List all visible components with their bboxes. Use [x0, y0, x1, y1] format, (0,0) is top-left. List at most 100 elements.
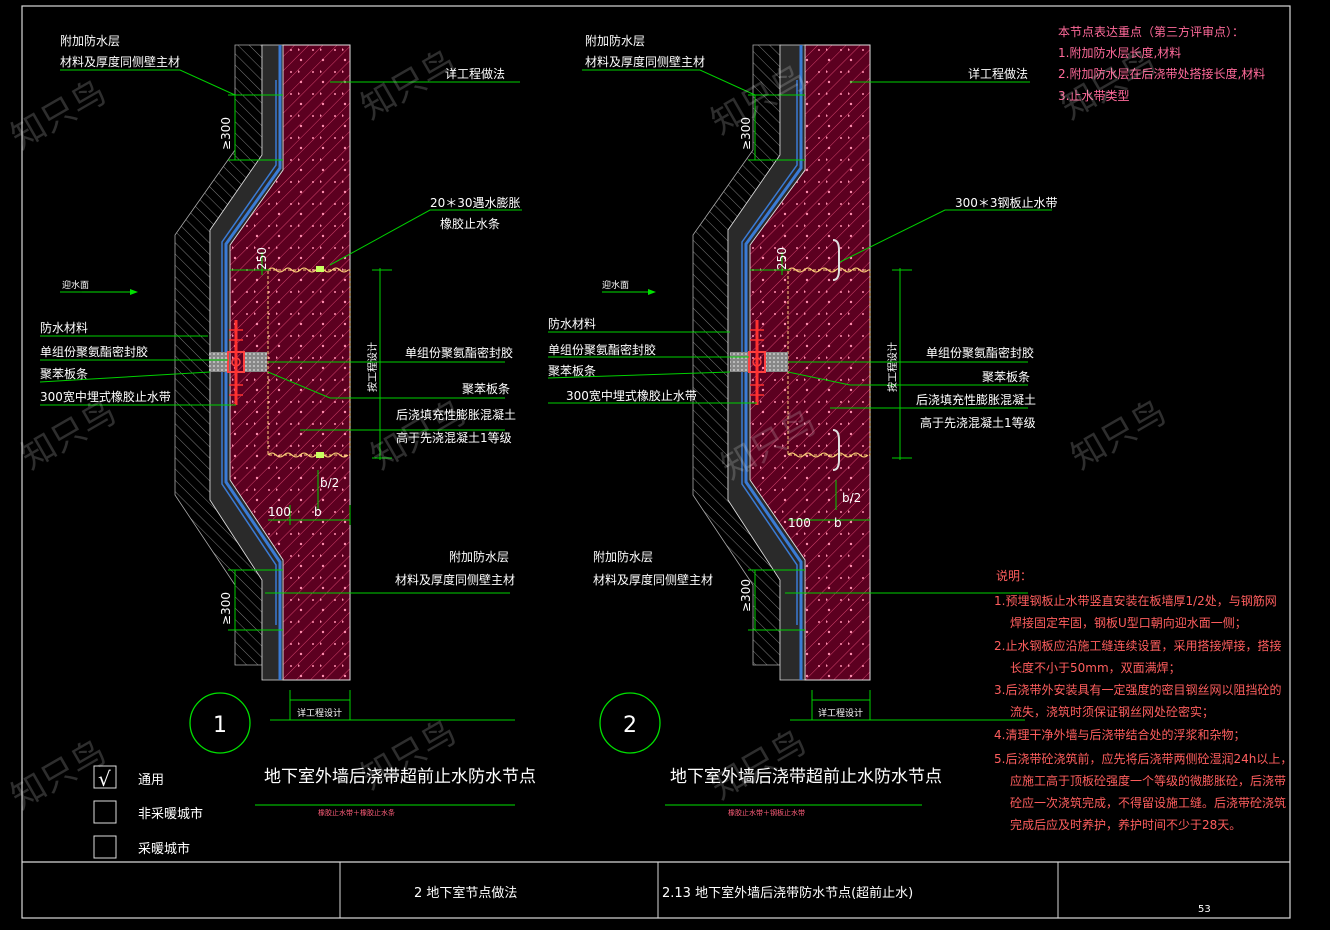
- detail-1-labels: 附加防水层 材料及厚度同侧壁主材 详工程做法 20＊30遇水膨胀 橡胶止水条 迎…: [40, 33, 521, 719]
- d1-add-layer-bot-2: 材料及厚度同侧壁主材: [395, 572, 515, 587]
- d1-by-design-h: 详工程设计: [297, 707, 342, 719]
- detail-2-joint-bottom: [787, 452, 869, 458]
- outer-frame: [21, 5, 1291, 919]
- d1-add-layer-bot-1: 附加防水层: [449, 549, 509, 564]
- detail-2-leaders: [547, 69, 1052, 721]
- detail-2-steel-plate-top: [832, 239, 840, 281]
- key-point-3: 3.止水带类型: [1058, 89, 1129, 103]
- key-points-heading: 本节点表达重点（第三方评审点）：: [1058, 24, 1244, 39]
- detail-1-subtitle: 橡胶止水带＋橡胶止水条: [318, 808, 395, 817]
- note-line-10: 砼应一次浇筑完成，不得留设施工缝。后浇带砼浇筑: [1010, 795, 1286, 810]
- checkbox-list: √ 通用 非采暖城市 采暖城市: [93, 765, 203, 859]
- detail-2-title: 地下室外墙后浇带超前止水防水节点: [670, 767, 942, 787]
- d2-dim-300-bot: ≥300: [739, 579, 753, 612]
- d1-pu-sealant-left: 单组份聚氨酯密封胶: [40, 344, 148, 359]
- d2-dim-100: 100: [788, 516, 811, 530]
- detail-1-number-circle: [189, 692, 251, 754]
- d1-strip-2: 橡胶止水条: [440, 216, 500, 231]
- d1-dim-b: b: [314, 505, 322, 519]
- detail-1-title: 地下室外墙后浇带超前止水防水节点: [264, 767, 536, 787]
- detail-2-joint-top: [787, 267, 869, 273]
- d2-add-layer-bot-1: 附加防水层: [593, 549, 653, 564]
- detail-2-labels: 附加防水层 材料及厚度同侧壁主材 详工程做法 300＊3钢板止水带 迎水面 防水…: [548, 33, 1058, 719]
- watermark-5: 知只鸟: [365, 392, 473, 478]
- d2-add-layer-top-2: 材料及厚度同侧壁主材: [585, 54, 705, 69]
- d1-eng-method: 详工程做法: [445, 66, 505, 81]
- d1-dim-b2: b/2: [320, 476, 339, 490]
- detail-2-foam-board: [730, 352, 748, 372]
- d2-foam-board-left: 聚苯板条: [548, 364, 596, 378]
- d1-fill-2: 高于先浇混凝土1等级: [396, 430, 512, 445]
- d2-embedded-stop: 300宽中埋式橡胶止水带: [566, 388, 697, 403]
- d2-eng-method: 详工程做法: [968, 66, 1028, 81]
- detail-2-number-circle: [599, 692, 661, 754]
- note-line-11: 完成后应及时养护，养护时间不少于28天。: [1010, 817, 1241, 832]
- title-block-drawing-title: 2.13 地下室外墙后浇带防水节点(超前止水): [662, 885, 913, 901]
- detail-1-swelling-strip-bottom: [316, 452, 324, 458]
- checkbox-non-heating[interactable]: [93, 800, 117, 824]
- detail-1-number: 1: [213, 713, 227, 738]
- checkbox-heating[interactable]: [93, 835, 117, 859]
- d1-strip-1: 20＊30遇水膨胀: [430, 196, 521, 210]
- note-line-3: 2.止水钢板应沿施工缝连续设置，采用搭接焊接，搭接: [994, 638, 1281, 653]
- d1-dim-300-top: ≥300: [219, 117, 233, 150]
- title-block-page: 53: [1198, 904, 1211, 915]
- d1-by-design-v: 按工程设计: [366, 342, 379, 392]
- d2-water-face: 迎水面: [602, 279, 629, 291]
- d1-water-face: 迎水面: [62, 279, 89, 291]
- d1-embedded-stop: 300宽中埋式橡胶止水带: [40, 389, 171, 404]
- detail-2-drawing: [692, 44, 871, 681]
- d1-dim-300-bot: ≥300: [219, 592, 233, 625]
- d2-fill-1: 后浇填充性膨胀混凝土: [916, 392, 1036, 407]
- detail-1-leaders: [39, 69, 522, 721]
- detail-2-foam-board-right: [766, 352, 788, 372]
- title-block-chapter: 2 地下室节点做法: [414, 885, 517, 901]
- notes-heading: 说明：: [996, 568, 1032, 583]
- d2-by-design-v: 按工程设计: [886, 342, 899, 392]
- checkbox-heating-label: 采暖城市: [138, 841, 190, 857]
- detail-1-joint-top: [267, 267, 349, 273]
- watermark-10: 知只鸟: [705, 722, 813, 808]
- d2-pu-sealant-right: 单组份聚氨酯密封胶: [926, 345, 1034, 360]
- note-line-8: 5.后浇带砼浇筑前，应先将后浇带两侧砼湿润24h以上，: [994, 751, 1292, 766]
- detail-1-protection-layer: [209, 44, 284, 681]
- note-line-6: 流失，浇筑时须保证钢丝网处砼密实；: [1010, 704, 1214, 719]
- detail-2-protection-layer: [727, 44, 806, 681]
- d2-add-layer-top-1: 附加防水层: [585, 33, 645, 48]
- key-point-2: 2.附加防水层在后浇带处搭接长度,材料: [1058, 66, 1265, 81]
- key-points: 本节点表达重点（第三方评审点）： 1.附加防水层长度,材料 2.附加防水层在后浇…: [1058, 24, 1265, 103]
- watermark-1: 知只鸟: [5, 72, 113, 158]
- detail-1-joint-bottom: [267, 452, 349, 458]
- d2-pu-sealant-left: 单组份聚氨酯密封胶: [548, 342, 656, 357]
- d2-dim-b: b: [834, 516, 842, 530]
- d2-dim-250: 250: [775, 247, 789, 270]
- watermark-11: 知只鸟: [5, 732, 113, 818]
- watermark-2: 知只鸟: [355, 42, 463, 128]
- d2-by-design-h: 详工程设计: [818, 707, 863, 719]
- d2-dim-b2: b/2: [842, 491, 861, 505]
- d1-dim-250: 250: [255, 247, 269, 270]
- checkbox-general-label: 通用: [138, 773, 164, 788]
- note-line-2: 焊接固定牢固，钢板U型口朝向迎水面一侧；: [1010, 615, 1247, 630]
- d1-foam-board-left: 聚苯板条: [40, 367, 88, 381]
- d2-add-layer-bot-2: 材料及厚度同侧壁主材: [593, 572, 713, 587]
- detail-2-steel-plate-bottom: [832, 429, 840, 471]
- note-line-1: 1.预埋钢板止水带竖直安装在板墙厚1/2处，与钢筋网: [994, 593, 1277, 608]
- checkbox-general[interactable]: [93, 765, 117, 789]
- d1-fill-1: 后浇填充性膨胀混凝土: [396, 407, 516, 422]
- d2-steel-plate: 300＊3钢板止水带: [955, 196, 1058, 210]
- note-line-4: 长度不小于50mm，双面满焊；: [1010, 660, 1181, 675]
- detail-1-foam-board-right: [245, 352, 267, 372]
- key-point-1: 1.附加防水层长度,材料: [1058, 45, 1181, 60]
- detail-1-drawing: [174, 44, 351, 681]
- note-line-7: 4.清理干净外墙与后浇带结合处的浮浆和杂物；: [994, 727, 1245, 742]
- note-line-5: 3.后浇带外安装具有一定强度的密目钢丝网以阻挡砼的: [994, 682, 1281, 697]
- detail-2-subtitle: 橡胶止水带＋钢板止水带: [728, 808, 805, 817]
- d2-dim-300-top: ≥300: [739, 117, 753, 150]
- detail-2-number: 2: [623, 713, 637, 738]
- detail-1-swelling-strip-top: [316, 266, 324, 272]
- d1-dim-100: 100: [268, 505, 291, 519]
- d1-pu-sealant-right: 单组份聚氨酯密封胶: [405, 345, 513, 360]
- d2-fill-2: 高于先浇混凝土1等级: [920, 415, 1036, 430]
